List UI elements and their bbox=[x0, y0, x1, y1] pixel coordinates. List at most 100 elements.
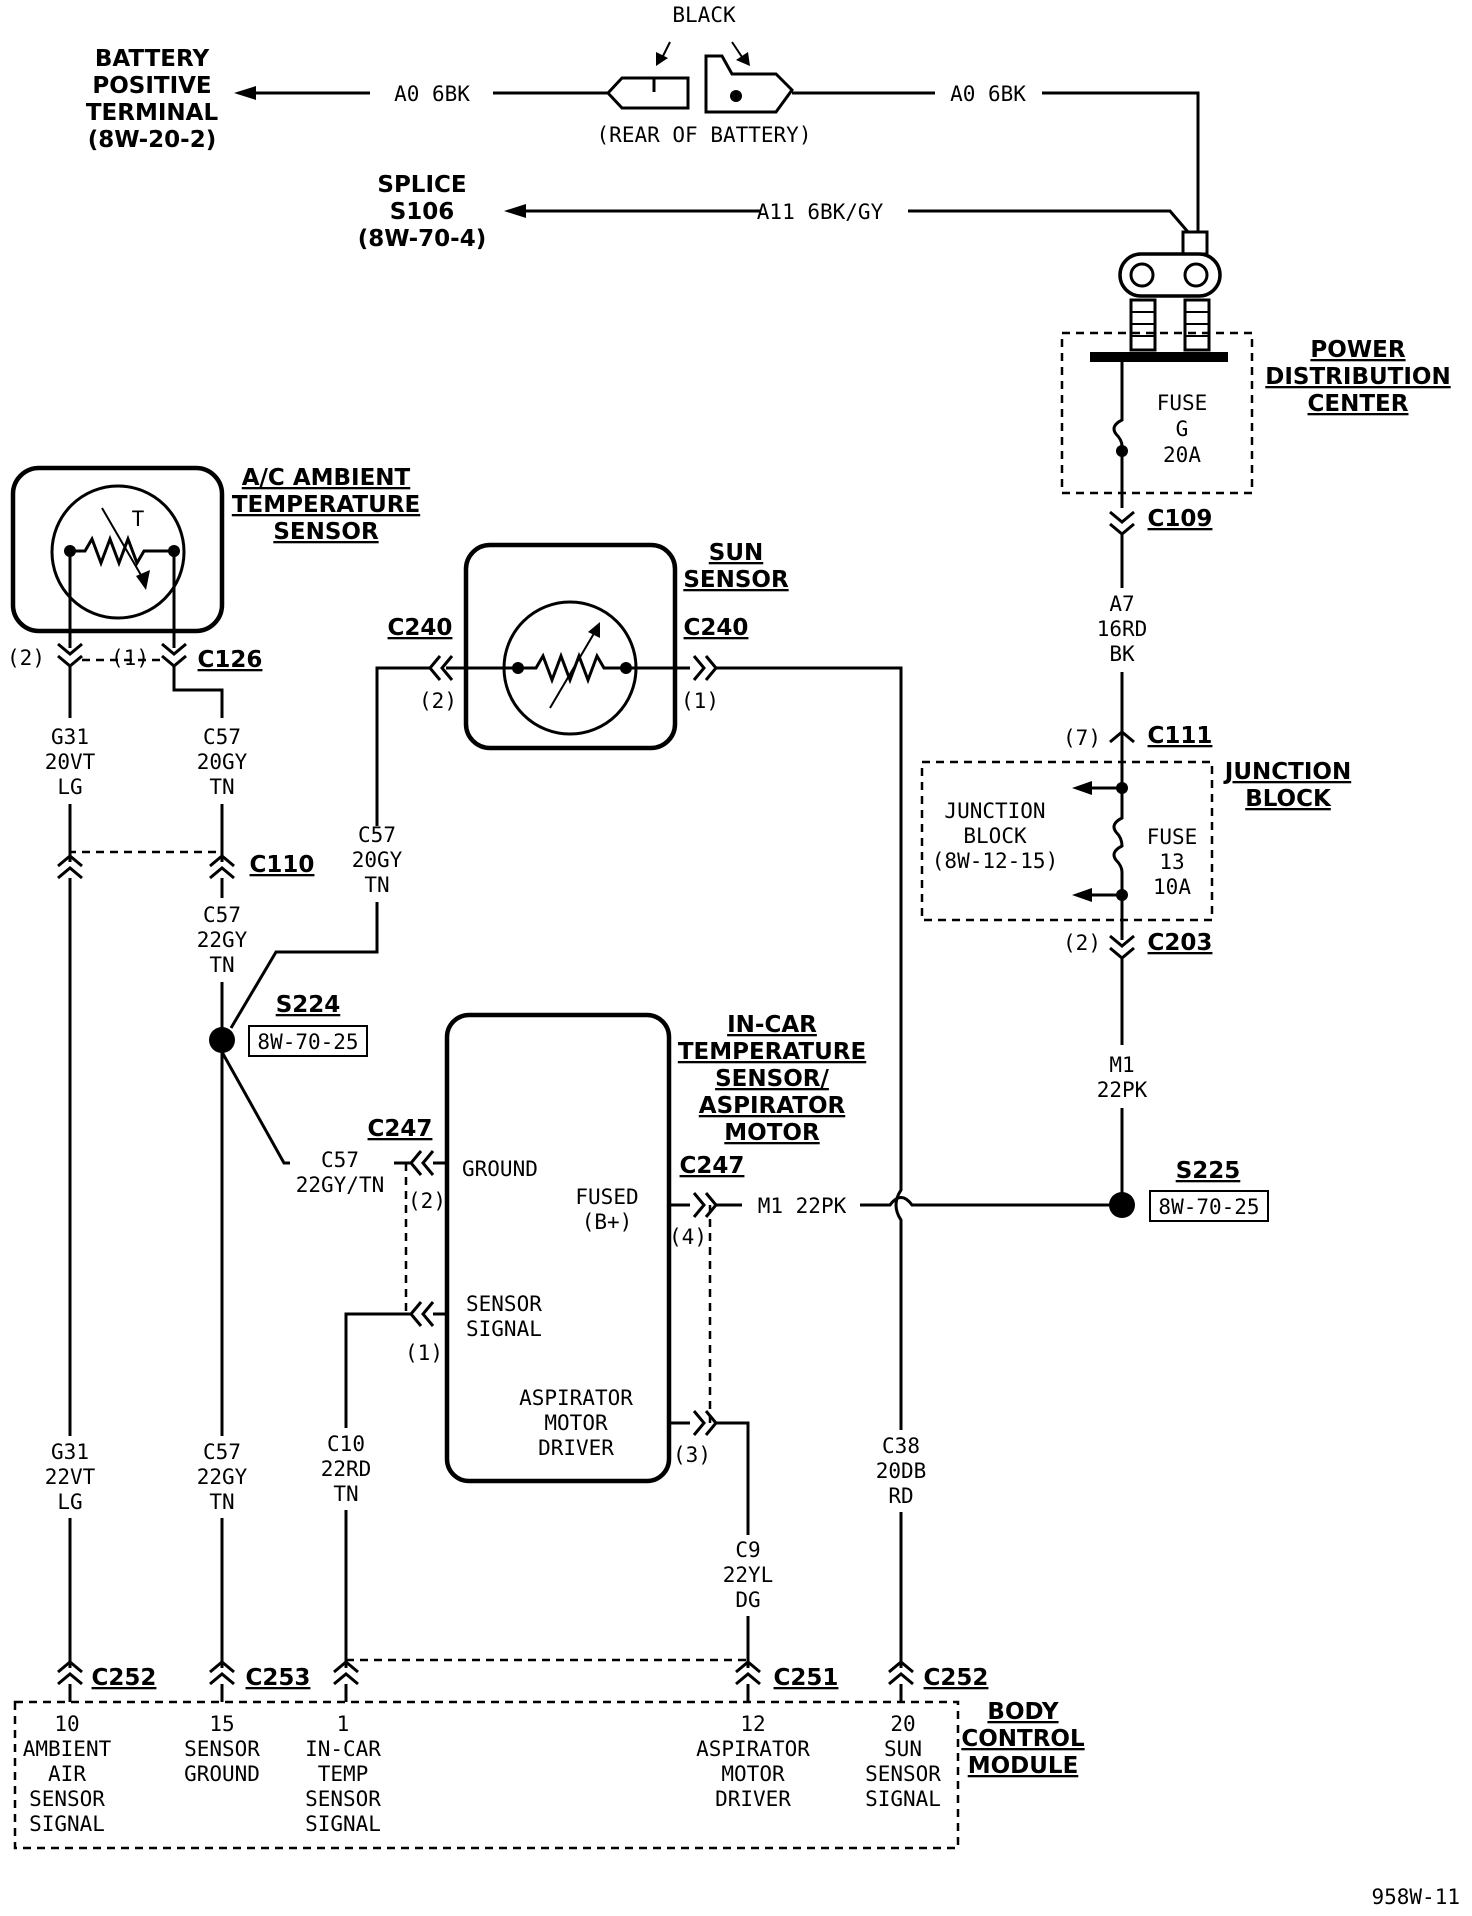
a0-wire-right bbox=[1042, 91, 1200, 237]
c126-label: C126 bbox=[198, 647, 263, 673]
svg-text:SENSOR: SENSOR bbox=[29, 1787, 105, 1811]
c252-right-connector-icon bbox=[888, 1660, 914, 1686]
c247-pin3-label: (3) bbox=[673, 1443, 711, 1467]
svg-text:20DB: 20DB bbox=[876, 1459, 927, 1483]
svg-text:S106: S106 bbox=[390, 199, 455, 225]
svg-text:G31: G31 bbox=[51, 725, 89, 749]
svg-text:20: 20 bbox=[890, 1712, 915, 1736]
svg-text:SENSOR/: SENSOR/ bbox=[715, 1066, 829, 1092]
svg-text:(8W-20-2): (8W-20-2) bbox=[88, 127, 216, 153]
splice-s224-dot bbox=[209, 1027, 235, 1053]
c240-right-connector-icon bbox=[692, 655, 718, 681]
svg-text:MOTOR: MOTOR bbox=[721, 1762, 785, 1786]
c57-wire-label-top: C57 20GY TN bbox=[197, 725, 248, 799]
c240-right-label: C240 bbox=[684, 615, 749, 641]
junction-block-title: JUNCTION BLOCK bbox=[1223, 759, 1351, 812]
bcm-box bbox=[13, 1700, 960, 1850]
svg-text:SENSOR: SENSOR bbox=[683, 567, 789, 593]
c110-pin-g31-connector-icon bbox=[57, 854, 83, 880]
svg-text:TN: TN bbox=[209, 1490, 234, 1514]
svg-text:(8W-70-4): (8W-70-4) bbox=[358, 226, 486, 252]
svg-text:POSITIVE: POSITIVE bbox=[92, 73, 211, 99]
svg-text:22GY: 22GY bbox=[197, 1465, 248, 1489]
fuse-g-icon bbox=[1112, 362, 1124, 508]
m1-wire bbox=[860, 1196, 1110, 1207]
splice-s106-label: SPLICE S106 (8W-70-4) bbox=[358, 172, 486, 252]
svg-text:DRIVER: DRIVER bbox=[715, 1787, 791, 1811]
svg-text:M1: M1 bbox=[1109, 1053, 1134, 1077]
svg-text:22YL: 22YL bbox=[723, 1563, 774, 1587]
svg-text:SENSOR: SENSOR bbox=[865, 1762, 941, 1786]
svg-text:ASPIRATOR: ASPIRATOR bbox=[696, 1737, 810, 1761]
c252-right-label: C252 bbox=[924, 1665, 989, 1691]
svg-text:ASPIRATOR: ASPIRATOR bbox=[519, 1386, 633, 1410]
c247-right-label: C247 bbox=[680, 1153, 745, 1179]
c110-label: C110 bbox=[250, 852, 315, 878]
pdc-box bbox=[1060, 331, 1254, 495]
svg-text:20VT: 20VT bbox=[45, 750, 96, 774]
svg-text:C10: C10 bbox=[327, 1432, 365, 1456]
bcm-pin-20-label: 20 SUN SENSOR SIGNAL bbox=[865, 1712, 941, 1811]
c57-sun-wire-label: C57 20GY TN bbox=[352, 823, 403, 897]
ambient-thermistor-icon bbox=[50, 484, 186, 620]
a0-wire-label-right: A0 6BK bbox=[950, 82, 1026, 106]
bcm-title: BODY CONTROL MODULE bbox=[961, 1699, 1085, 1779]
svg-text:SIGNAL: SIGNAL bbox=[29, 1812, 105, 1836]
c57-wire-label-bottom: C57 22GY TN bbox=[197, 1440, 248, 1514]
s224-ref-label: 8W-70-25 bbox=[257, 1030, 358, 1054]
svg-text:20GY: 20GY bbox=[197, 750, 248, 774]
c9-wire bbox=[716, 1421, 750, 1535]
c247-fused-connector-icon bbox=[692, 1192, 718, 1218]
c251-label: C251 bbox=[774, 1665, 839, 1691]
c203-pin-label: (2) bbox=[1063, 931, 1101, 955]
c240-left-pin-label: (2) bbox=[419, 689, 457, 713]
svg-text:BLOCK: BLOCK bbox=[963, 824, 1027, 848]
svg-text:BATTERY: BATTERY bbox=[95, 46, 210, 72]
s225-label: S225 bbox=[1176, 1158, 1241, 1184]
c126-pin2-label: (2) bbox=[7, 646, 45, 670]
svg-text:DRIVER: DRIVER bbox=[538, 1436, 614, 1460]
svg-text:(8W-12-15): (8W-12-15) bbox=[932, 849, 1058, 873]
a7-wire-label: A7 16RD BK bbox=[1097, 592, 1148, 666]
svg-text:TN: TN bbox=[209, 953, 234, 977]
svg-text:G: G bbox=[1176, 417, 1189, 441]
svg-text:ASPIRATOR: ASPIRATOR bbox=[699, 1093, 846, 1119]
g31-wire-label-top: G31 20VT LG bbox=[45, 725, 96, 799]
svg-text:JUNCTION: JUNCTION bbox=[944, 799, 1045, 823]
svg-text:22GY/TN: 22GY/TN bbox=[296, 1173, 385, 1197]
svg-text:TEMPERATURE: TEMPERATURE bbox=[678, 1039, 866, 1065]
svg-text:LG: LG bbox=[57, 1490, 82, 1514]
c9-wire-label: C9 22YL DG bbox=[723, 1538, 774, 1612]
c251-pin12-connector-icon bbox=[735, 1660, 761, 1686]
c57-wire-label-mid: C57 22GY TN bbox=[197, 903, 248, 977]
c240-left-label: C240 bbox=[388, 615, 453, 641]
svg-text:22VT: 22VT bbox=[45, 1465, 96, 1489]
svg-text:POWER: POWER bbox=[1310, 337, 1405, 363]
svg-text:TN: TN bbox=[333, 1482, 358, 1506]
bcm-pin-12-label: 12 ASPIRATOR MOTOR DRIVER bbox=[696, 1712, 810, 1811]
aspirator-motor-driver-pin-label: ASPIRATOR MOTOR DRIVER bbox=[519, 1386, 633, 1460]
incar-sensor-title: IN-CAR TEMPERATURE SENSOR/ ASPIRATOR MOT… bbox=[678, 1012, 866, 1146]
splice-arrow-icon bbox=[504, 204, 526, 218]
svg-text:SUN: SUN bbox=[709, 540, 764, 566]
sun-sensor-title: SUN SENSOR bbox=[683, 540, 789, 593]
svg-text:TEMP: TEMP bbox=[318, 1762, 369, 1786]
svg-text:DG: DG bbox=[735, 1588, 760, 1612]
svg-text:TEMPERATURE: TEMPERATURE bbox=[232, 492, 420, 518]
svg-text:22PK: 22PK bbox=[1097, 1078, 1148, 1102]
svg-text:LG: LG bbox=[57, 775, 82, 799]
svg-text:SENSOR: SENSOR bbox=[184, 1737, 260, 1761]
c10-wire bbox=[344, 1312, 411, 1428]
s224-label: S224 bbox=[276, 992, 341, 1018]
svg-text:22RD: 22RD bbox=[321, 1457, 372, 1481]
svg-text:16RD: 16RD bbox=[1097, 617, 1148, 641]
c251-pin1-connector-icon bbox=[333, 1660, 359, 1686]
incar-sensor-body bbox=[444, 1012, 672, 1484]
svg-text:20A: 20A bbox=[1163, 443, 1201, 467]
junction-arrow-icon bbox=[1072, 888, 1092, 902]
c253-connector-icon bbox=[209, 1660, 235, 1686]
svg-text:SIGNAL: SIGNAL bbox=[865, 1787, 941, 1811]
c38-wire bbox=[716, 666, 903, 1430]
c240-right-pin-label: (1) bbox=[681, 689, 719, 713]
